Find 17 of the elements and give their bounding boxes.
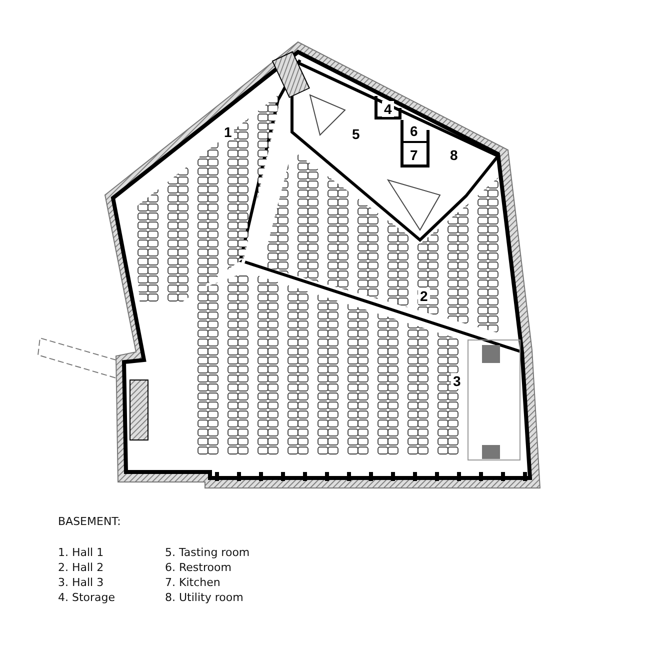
room-number: 5 [350, 126, 362, 142]
room-number: 2 [418, 288, 430, 304]
room-number: 8 [448, 147, 460, 163]
legend-entry: 3. Hall 3 [58, 576, 104, 590]
legend-entry: 2. Hall 2 [58, 561, 104, 574]
legend-entry: 7. Kitchen [165, 576, 220, 590]
room-number: 1 [222, 124, 234, 140]
legend-entry: 8. Utility room [165, 591, 244, 604]
room-number: 3 [451, 373, 463, 389]
legend-entry: 6. Restroom [165, 561, 232, 574]
legend-entry: 5. Tasting room [165, 546, 250, 560]
room-number: 4 [382, 101, 394, 117]
legend-entry: 1. Hall 1 [58, 546, 104, 560]
plan-title: BASEMENT: [58, 515, 121, 528]
room-number: 6 [408, 123, 420, 139]
legend-entry: 4. Storage [58, 591, 116, 604]
room-number: 7 [408, 147, 420, 163]
